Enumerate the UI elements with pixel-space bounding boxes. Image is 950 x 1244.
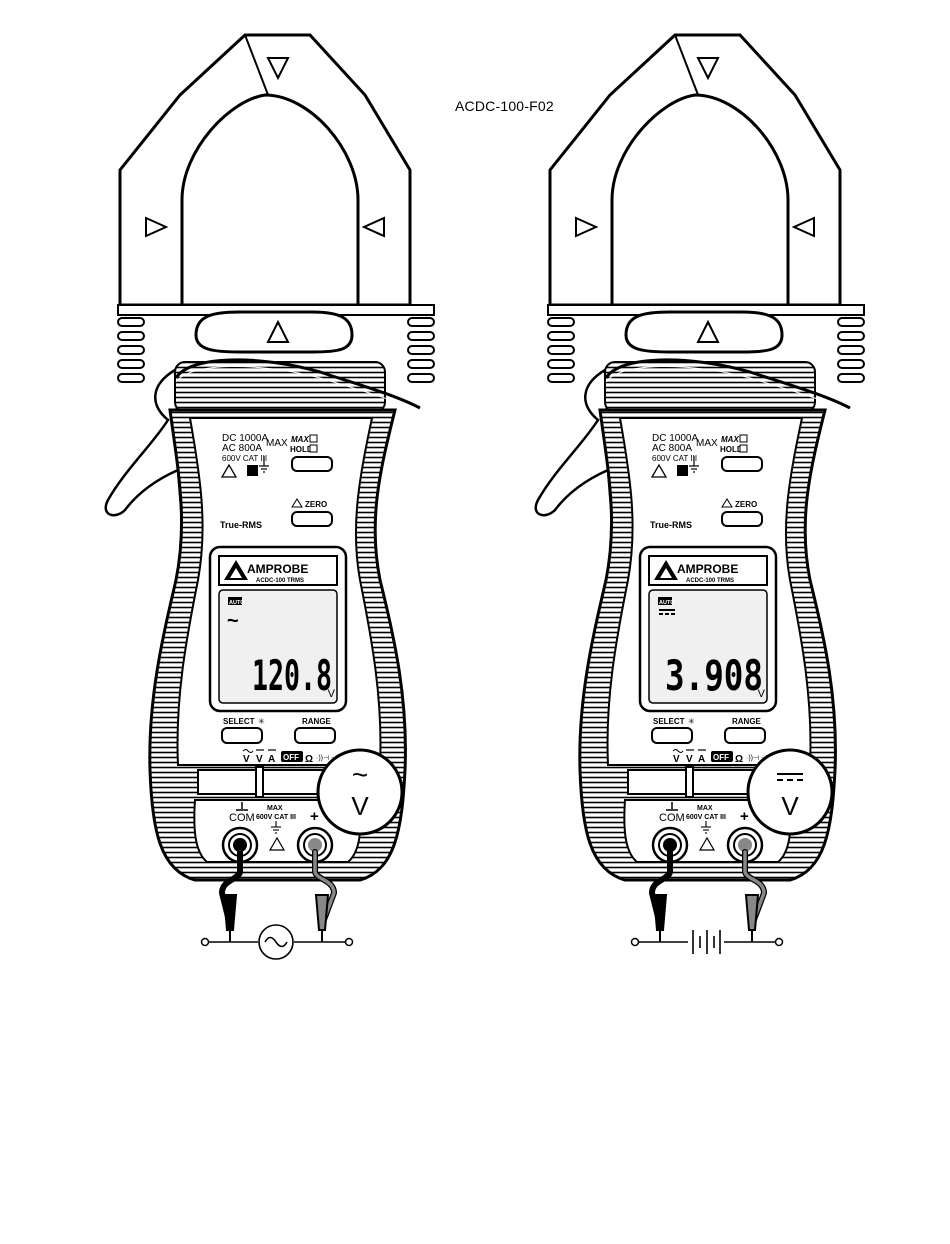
callout-symbol: ~	[352, 759, 368, 790]
battery-icon	[688, 926, 724, 958]
range-button[interactable]	[295, 728, 335, 743]
rating-max: MAX	[266, 438, 288, 449]
volt-probe-icon	[316, 895, 328, 942]
lcd-mode-symbol: ~	[227, 610, 239, 632]
brand-name: AMPROBE	[247, 562, 308, 576]
zero-label: ZERO	[305, 500, 327, 509]
zero-button[interactable]	[292, 512, 332, 526]
hold-h-badge-icon	[310, 445, 317, 452]
callout-unit: V	[781, 791, 799, 821]
ohm-icon: Ω	[305, 754, 313, 765]
plus-label: +	[310, 808, 319, 825]
callout-magnifier: V	[748, 750, 832, 834]
backlight-icon: ✳	[258, 717, 265, 726]
side-ridges-right	[408, 318, 434, 382]
rating-category: 600V CAT III	[222, 454, 267, 463]
rating-ac: AC 800A	[222, 443, 262, 454]
com-label: COM	[229, 812, 255, 824]
jack-max-label: MAX	[267, 805, 283, 812]
svg-text:A: A	[268, 754, 275, 765]
off-label: OFF	[283, 753, 299, 762]
auto-label: AUTO	[229, 600, 245, 606]
side-ridges-left	[118, 318, 144, 382]
selector-knob[interactable]	[256, 767, 263, 797]
com-probe-icon	[224, 895, 236, 942]
true-rms-label: True-RMS	[220, 520, 262, 530]
svg-text:V: V	[243, 754, 250, 765]
jack-category-label: 600V CAT III	[256, 814, 296, 821]
double-insulation-icon	[247, 465, 258, 476]
svg-text:V: V	[256, 754, 263, 765]
select-button[interactable]	[222, 728, 262, 743]
hold-label: HOLD	[290, 445, 313, 454]
model-name: ACDC-100 TRMS	[256, 578, 304, 584]
select-label: SELECT	[223, 717, 255, 726]
range-label: RANGE	[302, 717, 332, 726]
callout-unit: V	[351, 791, 369, 821]
max-hold-button[interactable]	[292, 457, 332, 471]
lcd-reading: 120.8	[252, 651, 332, 700]
callout-magnifier: ~ V	[318, 750, 402, 834]
max-label: MAX	[291, 435, 309, 444]
trigger-lever	[106, 370, 182, 520]
lcd-reading: 3.908	[665, 651, 763, 700]
ac-source-icon	[259, 925, 293, 959]
max-h-badge-icon	[310, 435, 317, 442]
